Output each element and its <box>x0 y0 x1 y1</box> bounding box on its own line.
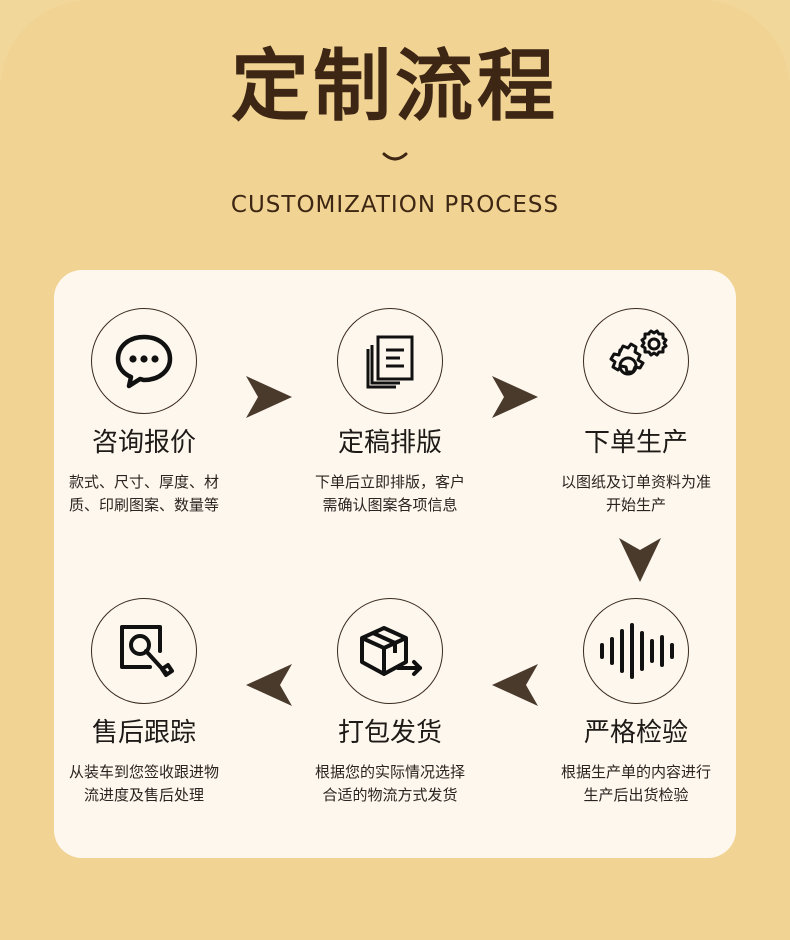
chat-bubble-icon <box>115 334 173 389</box>
gears-icon <box>609 329 668 376</box>
step-description: 从装车到您签收跟进物流进度及售后处理 <box>68 763 219 805</box>
arrow-down-icon <box>619 538 661 582</box>
smile-decoration-icon <box>382 152 408 161</box>
step-title: 售后跟踪 <box>91 718 196 748</box>
page-title: 定制流程 <box>230 42 559 132</box>
step-finalize-layout: 定稿排版 下单后立即排版，客户需确认图案各项信息 <box>300 308 480 517</box>
step-strict-inspection: 严格检验 根据生产单的内容进行生产后出货检验 <box>546 598 726 807</box>
step-description: 根据生产单的内容进行生产后出货检验 <box>560 763 711 805</box>
step-description: 以图纸及订单资料为准开始生产 <box>560 473 711 515</box>
step-title: 打包发货 <box>337 718 442 748</box>
arrow-left-icon <box>246 664 292 706</box>
wrench-service-icon <box>120 625 174 677</box>
soundwave-icon <box>600 623 674 679</box>
page-subtitle: CUSTOMIZATION PROCESS <box>230 192 560 218</box>
step-icon-circle <box>91 598 197 704</box>
arrow-right-icon <box>492 376 538 418</box>
step-after-sales: 售后跟踪 从装车到您签收跟进物流进度及售后处理 <box>54 598 234 807</box>
step-icon-circle <box>91 308 197 414</box>
step-icon-circle <box>583 598 689 704</box>
process-card: 咨询报价 款式、尺寸、厚度、材质、印刷图案、数量等 定稿排版 下单后立即排版，客… <box>54 270 736 858</box>
step-pack-ship: 打包发货 根据您的实际情况选择合适的物流方式发货 <box>300 598 480 807</box>
arrow-left-icon <box>492 664 538 706</box>
step-icon-circle <box>337 308 443 414</box>
arrow-right-icon <box>246 376 292 418</box>
step-description: 款式、尺寸、厚度、材质、印刷图案、数量等 <box>68 473 219 515</box>
step-title: 定稿排版 <box>337 428 442 458</box>
step-title: 严格检验 <box>583 718 688 748</box>
step-title: 咨询报价 <box>91 428 196 458</box>
step-description: 根据您的实际情况选择合适的物流方式发货 <box>314 763 465 805</box>
step-consult-quote: 咨询报价 款式、尺寸、厚度、材质、印刷图案、数量等 <box>54 308 234 517</box>
step-order-production: 下单生产 以图纸及订单资料为准开始生产 <box>546 308 726 517</box>
step-icon-circle <box>337 598 443 704</box>
step-title: 下单生产 <box>583 428 688 458</box>
step-icon-circle <box>583 308 689 414</box>
package-shipping-icon <box>360 626 422 676</box>
step-description: 下单后立即排版，客户需确认图案各项信息 <box>314 473 465 515</box>
documents-icon <box>366 335 414 389</box>
